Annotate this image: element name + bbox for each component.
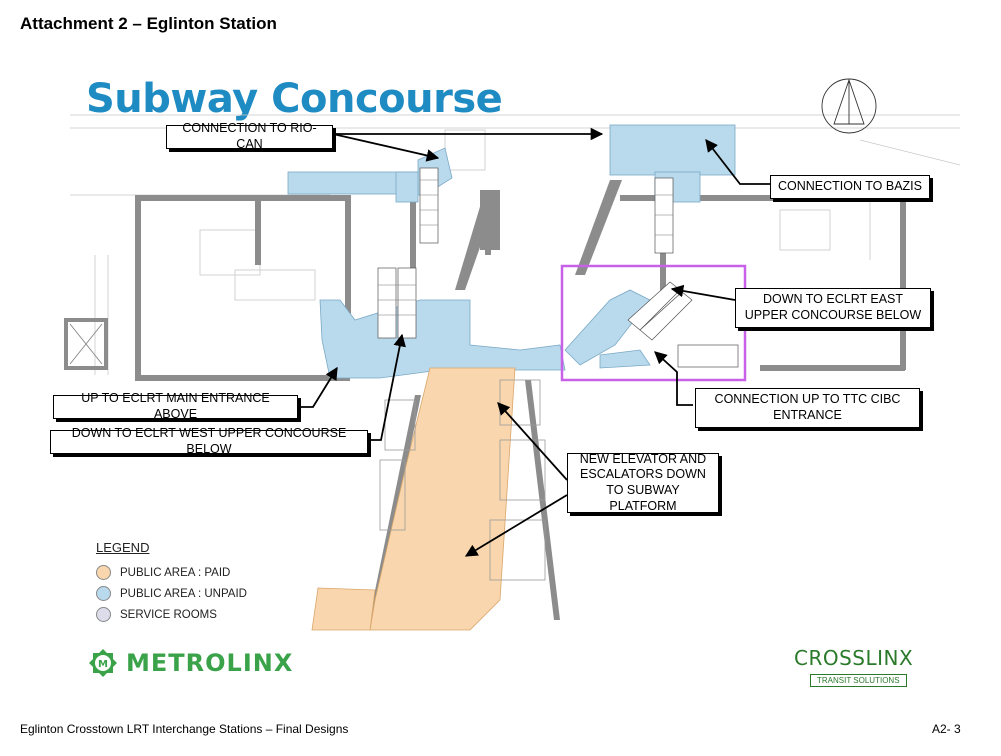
legend-item-service: SERVICE ROOMS	[96, 607, 247, 622]
leader-arrows	[298, 127, 770, 557]
legend-item-paid: PUBLIC AREA : PAID	[96, 565, 247, 580]
footer-page-number: A2- 3	[932, 722, 961, 736]
service-rooms	[379, 379, 546, 581]
legend-title: LEGEND	[96, 540, 150, 555]
paid-public-area	[311, 367, 516, 631]
legend: LEGEND PUBLIC AREA : PAID PUBLIC AREA : …	[96, 540, 247, 628]
crosslinx-logo: CROSSLINX TRANSIT SOLUTIONS	[794, 646, 913, 688]
legend-swatch-paid	[96, 565, 111, 580]
background-linework	[70, 114, 961, 375]
crosslinx-subtitle: TRANSIT SOLUTIONS	[810, 674, 907, 687]
callout-bazis: CONNECTION TO BAZIS	[770, 175, 930, 199]
legend-swatch-unpaid	[96, 586, 111, 601]
north-arrow-icon	[821, 78, 877, 134]
diagram-title: Subway Concourse	[86, 76, 503, 122]
legend-label: PUBLIC AREA : PAID	[120, 566, 231, 579]
callout-ttc-cibc: CONNECTION UP TO TTC CIBC ENTRANCE	[695, 388, 920, 428]
callout-main-entrance: UP TO ECLRT MAIN ENTRANCE ABOVE	[53, 391, 298, 421]
callout-west-upper-concourse: DOWN TO ECLRT WEST UPPER CONCOURSE BELOW	[50, 426, 368, 456]
callout-rio-can: CONNECTION TO RIO-CAN	[166, 121, 333, 151]
metrolinx-wordmark: METROLINX	[126, 649, 294, 677]
document-header: Attachment 2 – Eglinton Station	[20, 14, 277, 33]
legend-swatch-service	[96, 607, 111, 622]
crosslinx-wordmark: CROSSLINX	[794, 646, 914, 670]
callout-new-elevator: NEW ELEVATOR AND ESCALATORS DOWN TO SUBW…	[567, 452, 719, 513]
footer-left: Eglinton Crosstown LRT Interchange Stati…	[20, 722, 349, 736]
legend-label: PUBLIC AREA : UNPAID	[120, 587, 247, 600]
metrolinx-emblem-icon: M	[89, 649, 117, 677]
callout-east-upper-concourse: DOWN TO ECLRT EAST UPPER CONCOURSE BELOW	[735, 288, 931, 328]
legend-label: SERVICE ROOMS	[120, 608, 217, 621]
svg-text:M: M	[98, 659, 108, 670]
metrolinx-logo: M METROLINX	[88, 648, 293, 678]
legend-item-unpaid: PUBLIC AREA : UNPAID	[96, 586, 247, 601]
